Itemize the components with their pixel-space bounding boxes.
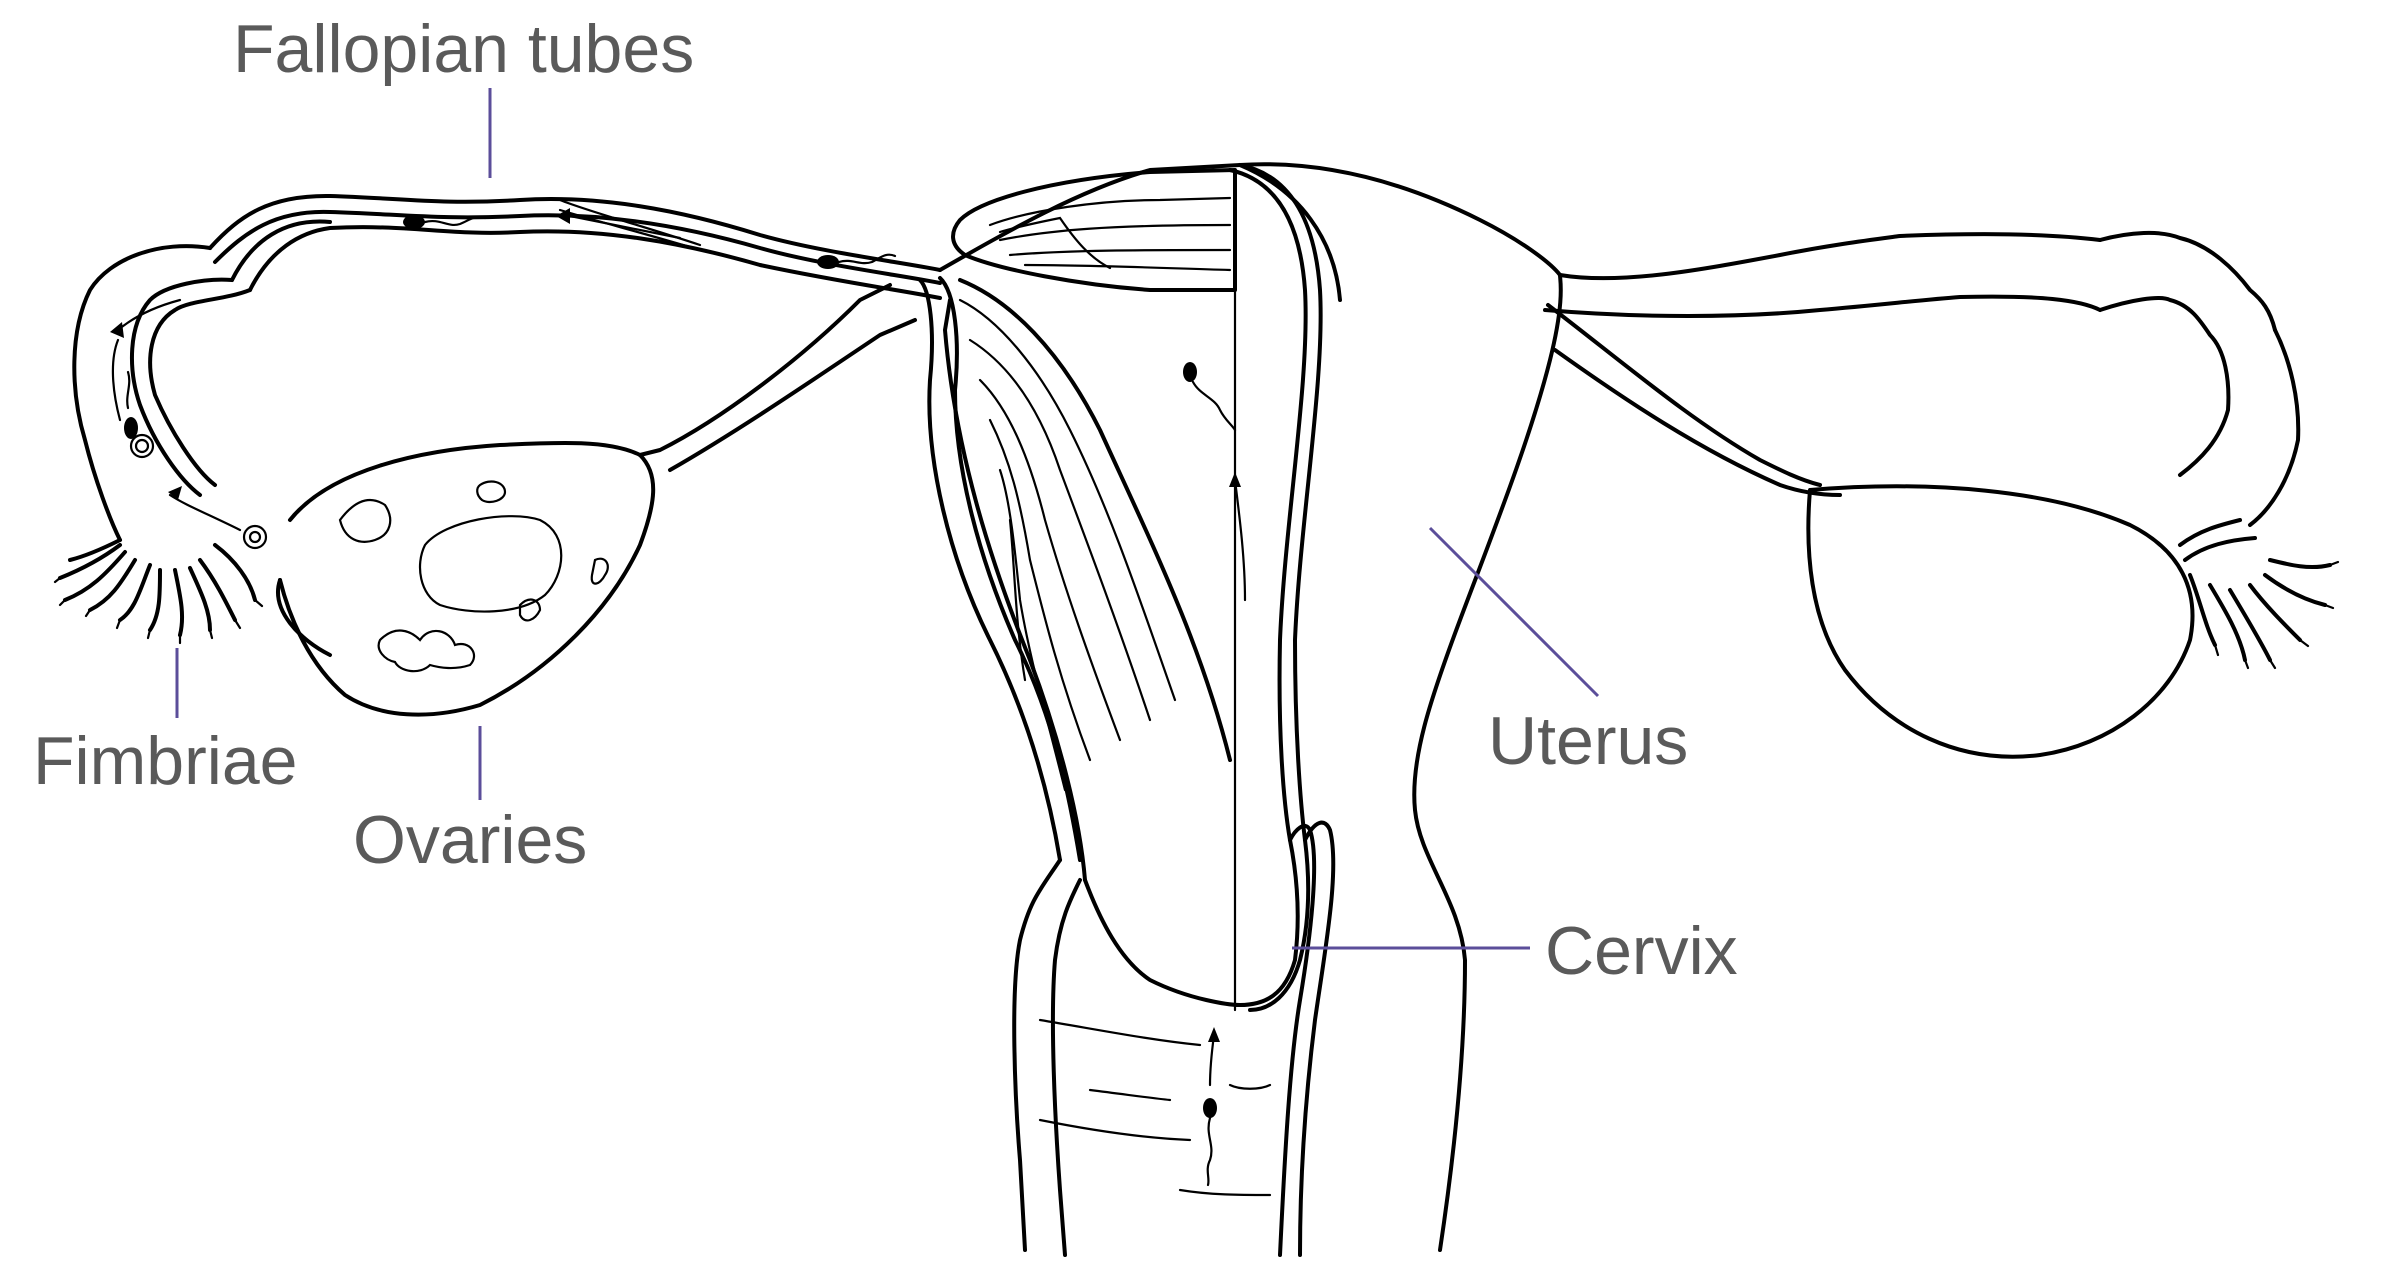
left-fallopian-tube: [74, 196, 940, 540]
left-fimbriae: [55, 435, 266, 643]
left-ovarian-ligament: [640, 285, 915, 470]
leader-uterus: [1430, 528, 1598, 696]
label-uterus: Uterus: [1488, 707, 1688, 775]
label-fimbriae: Fimbriae: [33, 727, 298, 795]
label-cervix: Cervix: [1545, 917, 1738, 985]
uterus-cross-section: [920, 170, 1245, 1010]
uterus-body: [940, 164, 1561, 1250]
right-ovarian-ligament: [1548, 305, 1840, 495]
cervix-vagina: [1014, 823, 1333, 1255]
left-ovary: [278, 443, 653, 715]
right-fimbriae: [2180, 520, 2338, 668]
right-fallopian-tube: [1545, 233, 2298, 525]
right-ovary: [1808, 486, 2192, 756]
label-ovaries: Ovaries: [353, 806, 587, 874]
label-fallopian-tubes: Fallopian tubes: [233, 15, 694, 83]
